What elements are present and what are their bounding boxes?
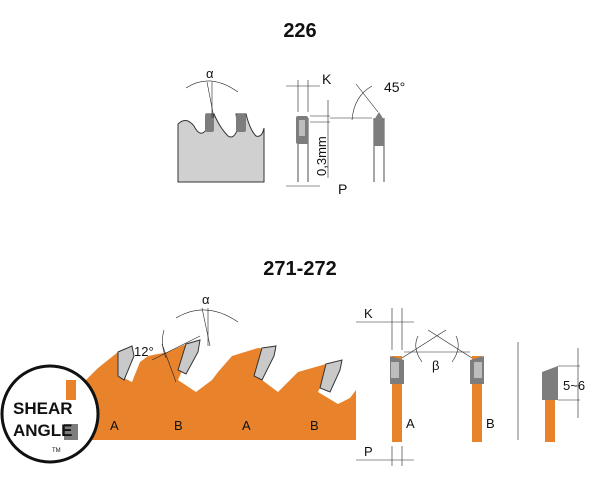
badge-line1: SHEAR (13, 399, 73, 418)
tooth-height-view: 5~6 (517, 342, 585, 442)
alpha-angle-226: α (185, 66, 239, 119)
shear-angle-badge: SHEAR ANGLE TM (0, 364, 100, 464)
beta-label: β (432, 358, 439, 373)
alpha-label-271: α (202, 292, 210, 307)
carbide-tooth (177, 339, 201, 375)
p-label-226: P (338, 181, 347, 197)
carbide-tip (205, 114, 214, 132)
tooth-label-a1: A (110, 418, 119, 433)
blade-271-profile (86, 339, 356, 440)
chamfer-tip (374, 112, 384, 146)
angle-45-label: 45° (384, 79, 405, 95)
blade-edge (545, 398, 555, 442)
carbide-tooth (117, 345, 135, 381)
side-a-label: A (406, 416, 415, 431)
angle-annotations-271: α 12° (134, 292, 239, 383)
blade-side-b (472, 356, 482, 442)
title-271-272: 271-272 (263, 258, 337, 280)
p-label-271: P (364, 444, 373, 459)
tooth-label-b1: B (174, 418, 183, 433)
range-label: 5~6 (563, 378, 585, 393)
carbide-tooth (319, 359, 343, 393)
tooth-labels-271: A B A B (110, 418, 319, 433)
angle-12-label: 12° (134, 344, 154, 359)
title-226: 226 (283, 20, 317, 42)
side-b-label: B (486, 416, 495, 431)
blade-side-a (392, 356, 402, 442)
k-label-271: K (364, 306, 373, 321)
thickness-label: 0,3mm (314, 136, 329, 176)
tooth-label-a2: A (242, 418, 251, 433)
tooth-side-view-226: K P 0,3mm 45° (286, 71, 405, 197)
tooth-label-b2: B (310, 418, 319, 433)
carbide-tip (236, 114, 246, 132)
carbide-tooth (253, 345, 277, 381)
badge-mark: TM (52, 448, 61, 454)
badge-line2: ANGLE (13, 421, 73, 440)
alpha-label-226: α (206, 66, 214, 81)
blade-226-profile (177, 113, 265, 183)
tooth-side-view-271: K β A B P (356, 306, 495, 466)
k-label-226: K (322, 71, 332, 87)
tooth-height (542, 366, 558, 400)
